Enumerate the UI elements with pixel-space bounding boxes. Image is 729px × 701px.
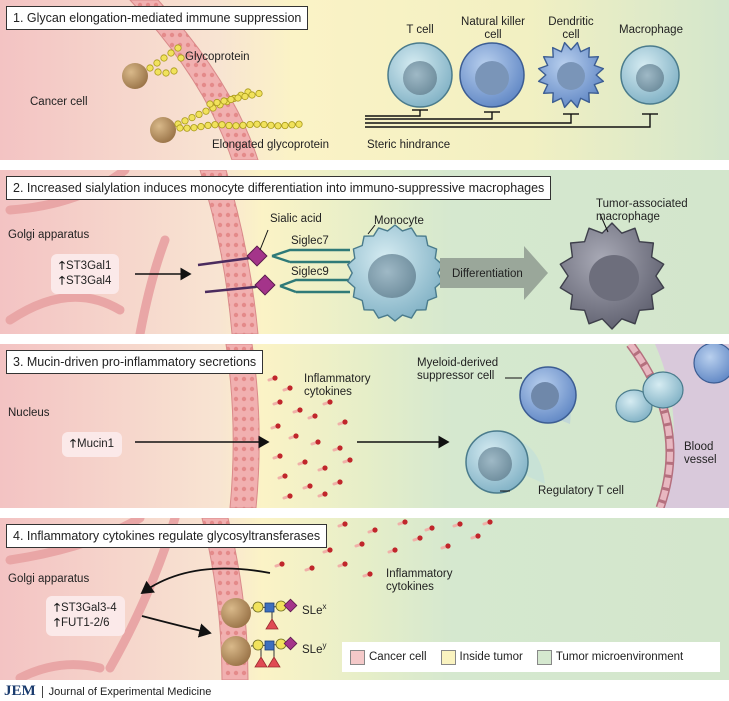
differentiation-label: Differentiation: [452, 268, 523, 280]
panel-2: 2. Increased sialylation induces monocyt…: [0, 170, 729, 334]
up-arrow-icon: 🡑: [70, 438, 76, 450]
monocyte-label: Monocyte: [374, 215, 424, 227]
cytokines-label-line2: cytokines: [304, 386, 352, 398]
up-arrow-icon: 🡑: [59, 260, 65, 272]
mdsc-label: Myeloid-derived suppressor cell: [417, 357, 498, 383]
legend-label-cancer: Cancer cell: [369, 651, 427, 663]
cytokines-label: Inflammatory cytokines: [386, 568, 452, 594]
sialic-acid-label: Sialic acid: [270, 213, 322, 225]
mdsc-label-line1: Myeloid-derived: [417, 357, 499, 369]
siglec7-label: Siglec7: [291, 235, 329, 247]
up-arrow-icon: 🡑: [54, 617, 60, 629]
cytokines-label-line1: Inflammatory: [304, 373, 371, 385]
slex-label: SLex: [302, 600, 326, 618]
footer-divider: [41, 685, 43, 698]
cancer-cell-label: Cancer cell: [30, 96, 88, 108]
cytokines-label-line1: Inflammatory: [386, 568, 453, 580]
elongated-glycoprotein-label: Elongated glycoprotein: [212, 139, 329, 151]
nk-cell-label-line2: cell: [484, 29, 502, 41]
dendritic-cell-label: Dendritic cell: [540, 16, 602, 42]
enzyme-box-st3gal-fut: 🡑ST3Gal3-4 🡑FUT1-2/6: [46, 596, 125, 636]
dendritic-cell-label-line2: cell: [562, 29, 580, 41]
nucleus-label: Nucleus: [8, 407, 50, 419]
nk-cell-label: Natural killer cell: [450, 16, 536, 42]
panel-3: 3. Mucin-driven pro-inflammatory secreti…: [0, 344, 729, 508]
slex-sup: x: [322, 602, 327, 611]
macrophage-label: Macrophage: [619, 24, 683, 36]
tam-label: Tumor-associated macrophage: [596, 198, 688, 224]
treg-label: Regulatory T cell: [538, 485, 624, 497]
footer: JEM Journal of Experimental Medicine: [4, 683, 211, 700]
legend-swatch-cancer: [350, 649, 365, 665]
tam-label-line1: Tumor-associated: [596, 198, 688, 210]
sley-text: SLe: [302, 643, 323, 656]
mdsc-label-line2: suppressor cell: [417, 370, 495, 382]
slex-text: SLe: [302, 604, 323, 617]
panel-4-title: 4. Inflammatory cytokines regulate glyco…: [6, 524, 328, 548]
sley-label: SLey: [302, 639, 326, 657]
up-arrow-icon: 🡑: [59, 275, 65, 287]
up-arrow-icon: 🡑: [54, 602, 60, 614]
panel-2-title: 2. Increased sialylation induces monocyt…: [6, 176, 552, 200]
golgi-label: Golgi apparatus: [8, 229, 90, 241]
legend: Cancer cell Inside tumor Tumor microenvi…: [342, 642, 720, 672]
tam-label-line2: macrophage: [596, 211, 660, 223]
nk-cell-label-line1: Natural killer: [461, 16, 525, 28]
cytokines-label-line2: cytokines: [386, 581, 434, 593]
siglec9-label: Siglec9: [291, 266, 329, 278]
mucin1-label: Mucin1: [76, 438, 115, 450]
mucin-box: 🡑Mucin1: [62, 432, 123, 457]
enzyme-st3gal3-4: ST3Gal3-4: [60, 602, 117, 614]
panel-1: 1. Glycan elongation-mediated immune sup…: [0, 0, 729, 160]
legend-swatch-inside-tumor: [440, 649, 456, 665]
enzyme-fut: FUT1-2/6: [60, 617, 110, 629]
sley-sup: y: [322, 641, 327, 650]
blood-vessel-label-line1: Blood: [684, 441, 714, 453]
jem-logo: JEM: [4, 683, 36, 699]
golgi-label: Golgi apparatus: [8, 573, 90, 585]
panel-3-title: 3. Mucin-driven pro-inflammatory secreti…: [6, 350, 264, 374]
enzyme-box-st3gal: 🡑ST3Gal1 🡑ST3Gal4: [51, 254, 120, 294]
steric-hindrance-label: Steric hindrance: [367, 139, 451, 151]
glycoprotein-label: Glycoprotein: [185, 51, 250, 63]
legend-swatch-microenvironment: [536, 649, 552, 665]
enzyme-st3gal1: ST3Gal1: [65, 260, 112, 272]
dendritic-cell-label-line1: Dendritic: [548, 16, 594, 28]
blood-vessel-label-line2: vessel: [684, 454, 717, 466]
blood-vessel-label: Blood vessel: [684, 441, 717, 467]
journal-name: Journal of Experimental Medicine: [48, 685, 212, 698]
t-cell-label: T cell: [406, 24, 434, 36]
cytokines-label: Inflammatory cytokines: [304, 373, 370, 399]
panel-1-title: 1. Glycan elongation-mediated immune sup…: [6, 6, 309, 30]
legend-label-inside-tumor: Inside tumor: [459, 651, 523, 663]
enzyme-st3gal4: ST3Gal4: [65, 275, 112, 287]
legend-label-microenvironment: Tumor microenvironment: [555, 651, 684, 663]
